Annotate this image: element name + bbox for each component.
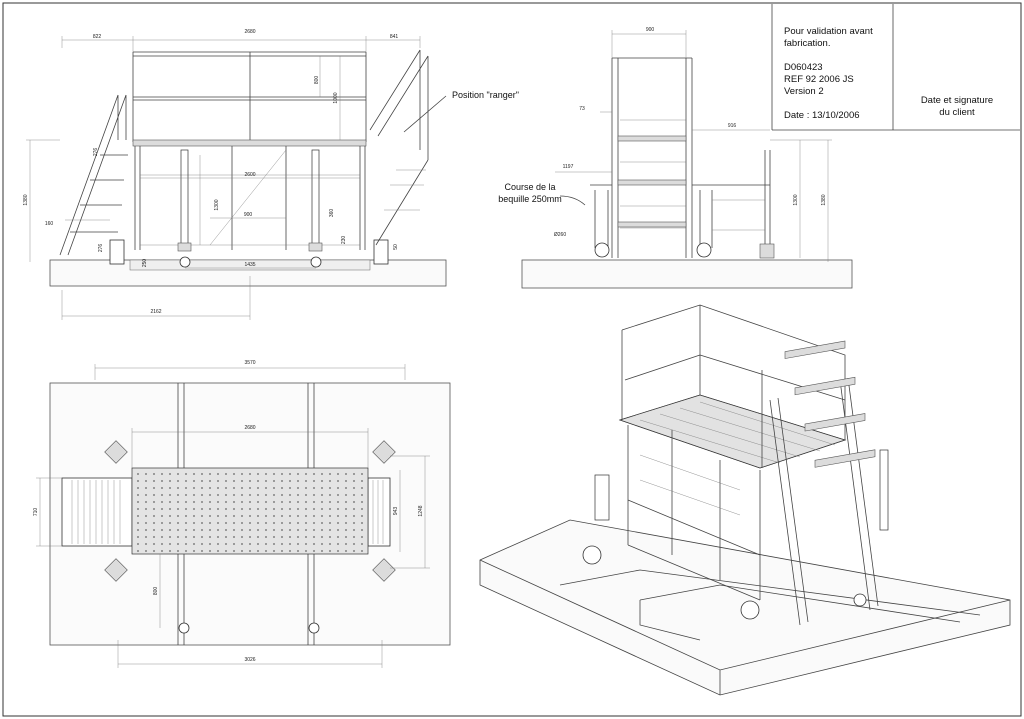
dim-3026: 3026 (244, 657, 255, 663)
position-ranger-label: Position "ranger" (452, 90, 519, 100)
plan-stair-left (61, 477, 133, 547)
dim-822: 822 (93, 34, 102, 40)
deck-perforations (137, 473, 363, 552)
dim-900-side: 900 (646, 27, 655, 33)
dim-1248: 1248 (418, 505, 424, 516)
signature-label-1: Date et signature (921, 95, 993, 106)
dim-1380-side: 1380 (821, 194, 827, 205)
dim-1197: 1197 (563, 164, 574, 170)
title-block: Pour validation avant fabrication. D0604… (771, 4, 1020, 131)
reference-number: REF 92 2006 JS (784, 74, 854, 85)
dim-1435: 1435 (244, 262, 255, 268)
dim-276-bottom: 276 (98, 244, 104, 253)
plan-perforated-deck (131, 467, 369, 555)
plan-stair-right (367, 477, 391, 547)
dim-916: 916 (728, 123, 737, 129)
date-label: Date : 13/10/2006 (784, 110, 860, 121)
course-label-2: bequille 250mm (498, 194, 562, 204)
dim-230: 230 (341, 236, 347, 245)
validation-line-2: fabrication. (784, 38, 830, 49)
dim-1300-front: 1300 (214, 199, 220, 210)
validation-line-1: Pour validation avant (784, 26, 873, 37)
dim-800-front: 800 (314, 76, 320, 85)
dim-1000: 1000 (333, 92, 339, 103)
dim-50: 50 (393, 244, 399, 250)
dim-160: 160 (45, 221, 54, 227)
dim-276-top: 276 (93, 148, 99, 157)
dim-3570: 3570 (244, 360, 255, 366)
dim-2162: 2162 (150, 309, 161, 315)
dim-2680-front: 2680 (244, 29, 255, 35)
dim-1380-front: 1380 (23, 194, 29, 205)
dim-1300-side: 1300 (793, 194, 799, 205)
dim-2600: 2600 (244, 172, 255, 178)
platform-deck (132, 139, 367, 147)
side-view: 900 73 916 1197 1300 1380 Ø260 Course de… (498, 27, 853, 289)
dim-250: 250 (142, 259, 148, 268)
plan-view: 3570 2680 710 943 1248 800 3026 (33, 360, 451, 668)
drawing-number: D060423 (784, 62, 823, 73)
dim-841: 841 (390, 34, 399, 40)
dim-73: 73 (579, 106, 585, 112)
dim-710: 710 (33, 508, 39, 517)
signature-label-2: du client (939, 107, 975, 118)
side-ground-slab (521, 259, 853, 289)
dim-diam-260: Ø260 (554, 232, 566, 238)
isometric-view (479, 304, 1011, 696)
dim-800-plan: 800 (153, 587, 159, 596)
front-view: 822 2680 841 800 1000 276 1380 2600 160 … (23, 29, 519, 320)
dim-360: 360 (329, 209, 335, 218)
iso-grating-deck (618, 394, 847, 469)
dim-943: 943 (393, 507, 399, 516)
course-label-1: Course de la (504, 182, 555, 192)
dim-900-front: 900 (244, 212, 253, 218)
dim-2680-plan: 2680 (244, 425, 255, 431)
version-label: Version 2 (784, 86, 824, 97)
